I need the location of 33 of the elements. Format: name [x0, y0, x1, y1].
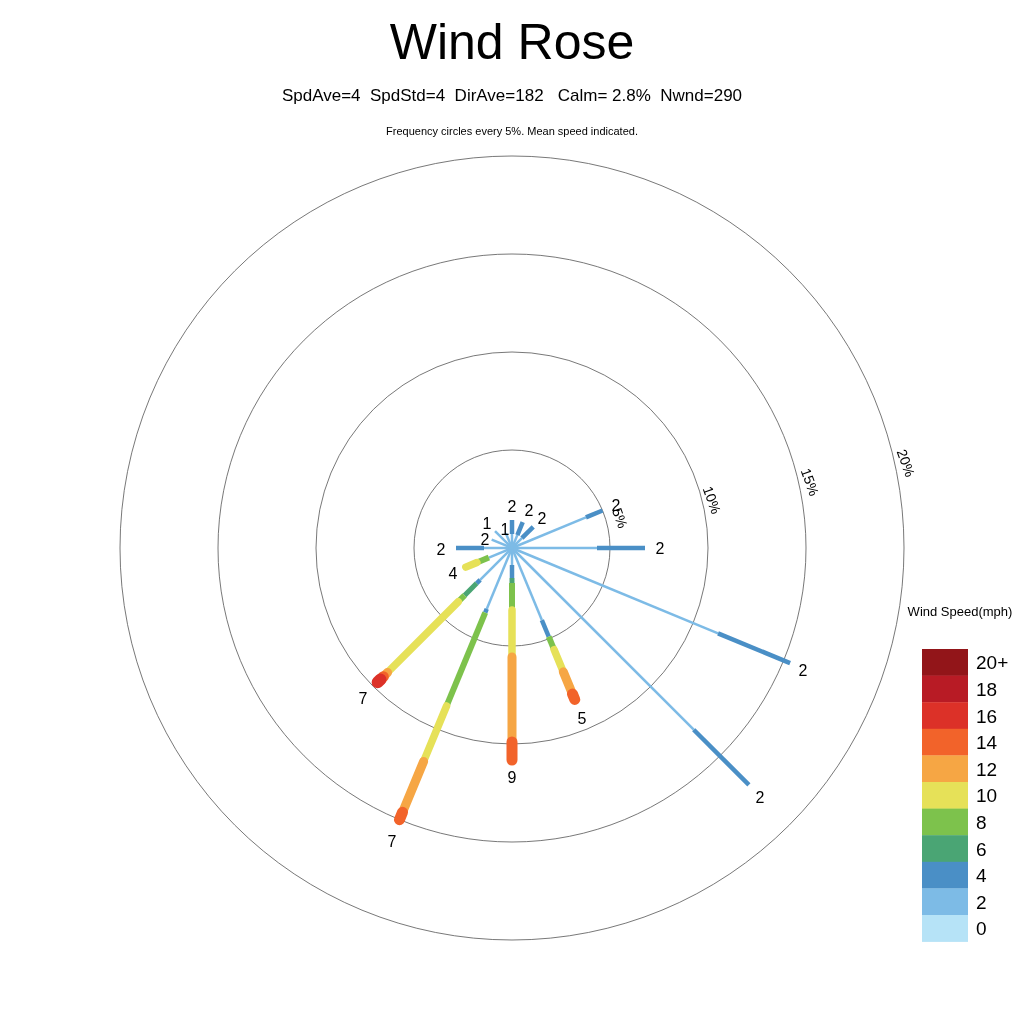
mean-speed-label: 7	[358, 691, 368, 707]
legend-label: 20+	[976, 652, 1009, 672]
mean-speed-label: 2	[537, 511, 547, 527]
mean-speed-label: 1	[482, 516, 492, 532]
legend-label: 6	[976, 839, 987, 858]
legend-label: 2	[976, 892, 987, 912]
legend-title: Wind Speed(mph)	[907, 604, 1013, 618]
ring-label: 10%	[700, 484, 724, 516]
note-text: Frequency circles every 5%. Mean speed indicated.	[386, 125, 638, 137]
ring-label: 20%	[894, 447, 918, 479]
legend-label: 14	[976, 732, 998, 752]
mean-speed-label: 7	[387, 834, 397, 850]
mean-speed-label: 2	[798, 663, 808, 679]
statistics-text: SpdAve=4 SpdStd=4 DirAve=182 Calm= 2.8% Nwnd=290	[281, 86, 743, 104]
mean-speed-label: 2	[507, 499, 517, 515]
legend-label: 10	[976, 785, 998, 805]
mean-speed-label: 1	[500, 522, 510, 538]
legend-label: 12	[976, 759, 998, 779]
legend-label: 18	[976, 679, 998, 699]
mean-speed-label: 4	[448, 566, 458, 582]
chart-title: Wind Rose	[389, 17, 635, 67]
legend-label: 8	[976, 812, 987, 832]
mean-speed-label: 2	[480, 532, 490, 548]
mean-speed-label: 2	[655, 541, 665, 557]
mean-speed-label: 2	[436, 542, 446, 558]
mean-speed-label: 2	[524, 503, 534, 519]
legend-label: 4	[976, 865, 987, 885]
legend-label: 16	[976, 706, 998, 725]
ring-label: 15%	[798, 466, 822, 498]
legend-label: 0	[976, 918, 987, 938]
mean-speed-label: 5	[577, 711, 587, 727]
mean-speed-label: 9	[507, 770, 517, 786]
mean-speed-label: 2	[755, 790, 765, 806]
